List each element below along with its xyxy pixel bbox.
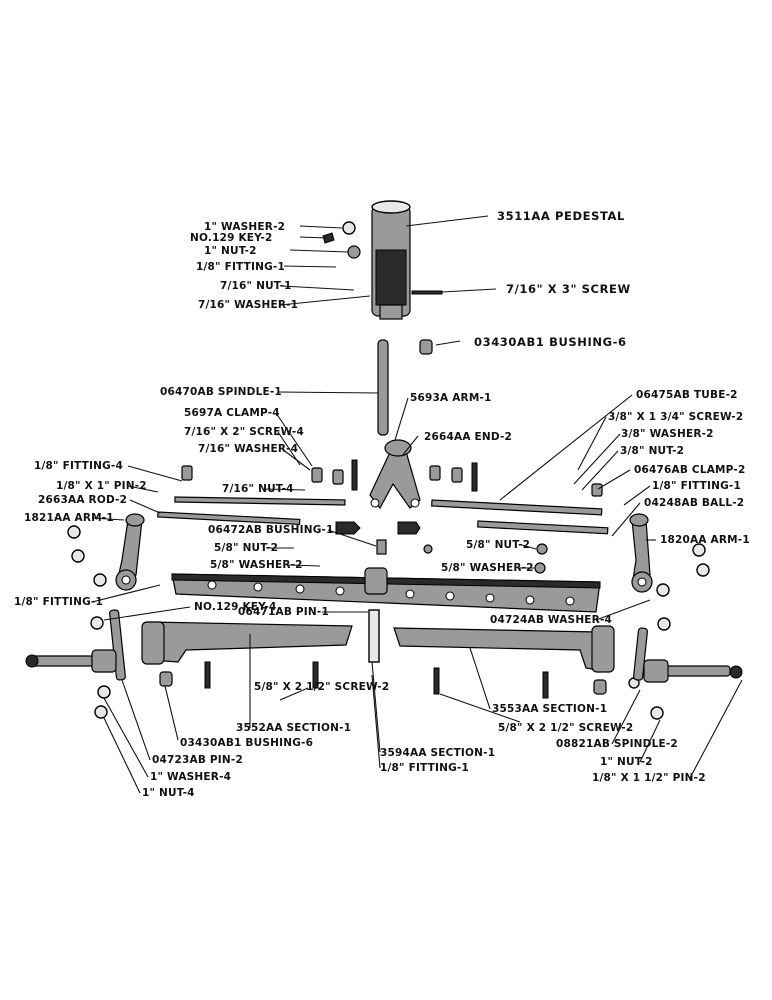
label-tube-2: 06475AB TUBE-2 (636, 389, 738, 401)
bolt-3-part (433, 667, 440, 695)
label-arm-1820: 1820AA ARM-1 (660, 534, 750, 546)
left-washers-part (67, 525, 111, 719)
clamps-left-part (181, 459, 358, 491)
pedestal-part (371, 200, 411, 320)
label-nut-38-2: 3/8" NUT-2 (620, 445, 684, 457)
label-washer-1in-4: 1" WASHER-4 (150, 771, 231, 783)
label-screw-58x212-right: 5/8" X 2 1/2" SCREW-2 (498, 722, 633, 734)
screw-716x3-part (411, 290, 443, 295)
label-fitting-1-left: 1/8" FITTING-1 (14, 596, 103, 608)
label-nut-1in-4: 1" NUT-4 (142, 787, 195, 799)
rod-2663-part (157, 511, 301, 526)
label-fitting-4: 1/8" FITTING-4 (34, 460, 123, 472)
label-clamp-2: 06476AB CLAMP-2 (634, 464, 745, 476)
key-part (322, 232, 335, 244)
bolt-1-part (204, 661, 211, 689)
arm-1821-part (115, 513, 145, 591)
label-bushing-6-bottom: 03430AB1 BUSHING-6 (180, 737, 313, 749)
arm-5693a-part (369, 439, 421, 510)
nut-58-right-part (536, 543, 548, 555)
label-section-3553: 3553AA SECTION-1 (492, 703, 607, 715)
label-washer-1in-2-top: 1" WASHER-2 (204, 221, 285, 233)
label-screw-58x212-left: 5/8" X 2 1/2" SCREW-2 (254, 681, 389, 693)
leader-lines (91, 215, 743, 794)
label-ball-2: 04248AB BALL-2 (644, 497, 744, 509)
label-nut-1in-2-bottom: 1" NUT-2 (600, 756, 653, 768)
bushing-top-part (419, 339, 433, 355)
washer-58-right-part (534, 562, 546, 574)
label-nut-716-4: 7/16" NUT-4 (222, 483, 294, 495)
label-bushing-6-top: 03430AB1 BUSHING-6 (474, 335, 627, 349)
label-arm-5693a: 5693A ARM-1 (410, 392, 492, 404)
parts-illustration (25, 200, 743, 720)
label-nut-1in-2-top: 1" NUT-2 (204, 245, 257, 257)
label-washer-58-2-right: 5/8" WASHER-2 (441, 562, 534, 574)
label-key-129-2: NO.129 KEY-2 (190, 232, 272, 244)
label-nut-58-2-right: 5/8" NUT-2 (466, 539, 530, 551)
bushing-bottom-right-part (593, 679, 607, 695)
spindle-08821-part (643, 659, 743, 683)
spindle-left-part (25, 649, 117, 673)
label-fitting-1-top: 1/8" FITTING-1 (196, 261, 285, 273)
label-pin-04723: 04723AB PIN-2 (152, 754, 243, 766)
label-pin-18x112-2: 1/8" X 1 1/2" PIN-2 (592, 772, 706, 784)
label-nut-716-1: 7/16" NUT-1 (220, 280, 292, 292)
end-2664-right-part (397, 521, 421, 535)
arm-1820-part (629, 513, 653, 593)
label-arm-1821: 1821AA ARM-1 (24, 512, 114, 524)
washer-1in-part (342, 221, 356, 235)
end-2664-left-part (335, 521, 361, 535)
right-washers-part (628, 543, 710, 720)
bushing-06472-part (376, 539, 387, 555)
axle-beam-part (171, 567, 601, 613)
label-washer-04724: 04724AB WASHER-4 (490, 614, 612, 626)
bolt-2-part (312, 661, 319, 689)
label-clamp-4: 5697A CLAMP-4 (184, 407, 280, 419)
pin-04723-left-part (109, 609, 126, 681)
rod-upper-left-part (174, 496, 346, 506)
label-nut-58-2-left: 5/8" NUT-2 (214, 542, 278, 554)
label-key-129-4: NO.129 KEY-4 (194, 601, 276, 613)
label-pedestal: 3511AA PEDESTAL (497, 209, 625, 223)
pin-06471-part (368, 609, 380, 663)
label-washer-716-4: 7/16" WASHER-4 (198, 443, 298, 455)
label-washer-38-2: 3/8" WASHER-2 (621, 428, 714, 440)
bolt-4-part (542, 671, 549, 699)
label-pin-18x1-2: 1/8" X 1" PIN-2 (56, 480, 147, 492)
label-rod-2: 2663AA ROD-2 (38, 494, 127, 506)
label-fitting-1-bottom: 1/8" FITTING-1 (380, 762, 469, 774)
label-section-3594: 3594AA SECTION-1 (380, 747, 495, 759)
section-3552-part (141, 621, 353, 665)
label-screw-716x3: 7/16" X 3" SCREW (506, 282, 631, 296)
pin-04723-right-part (633, 627, 648, 681)
nut-58-left-part (423, 544, 433, 554)
tube-lower-right-part (477, 520, 609, 535)
label-washer-716-1: 7/16" WASHER-1 (198, 299, 298, 311)
label-pin-06471: 06471AB PIN-1 (238, 606, 329, 618)
bushing-bottom-left-part (159, 671, 173, 687)
label-screw-716x2-4: 7/16" X 2" SCREW-4 (184, 426, 304, 438)
nut-1in-part (347, 245, 361, 259)
label-washer-58-2-left: 5/8" WASHER-2 (210, 559, 303, 571)
label-screw-38x134-2: 3/8" X 1 3/4" SCREW-2 (608, 411, 743, 423)
label-bushing-1: 06472AB BUSHING-1 (208, 524, 334, 536)
clamps-right-part (429, 462, 603, 497)
spindle-06470-part (377, 339, 389, 436)
tube-06475-part (431, 499, 603, 516)
label-end-2: 2664AA END-2 (424, 431, 512, 443)
section-3553-part (393, 625, 615, 673)
label-fitting-1-right: 1/8" FITTING-1 (652, 480, 741, 492)
label-spindle-2: 08821AB SPINDLE-2 (556, 738, 678, 750)
part-labels: 3511AA PEDESTAL 1" WASHER-2 NO.129 KEY-2… (14, 209, 750, 799)
label-section-3552: 3552AA SECTION-1 (236, 722, 351, 734)
label-spindle-1: 06470AB SPINDLE-1 (160, 386, 282, 398)
